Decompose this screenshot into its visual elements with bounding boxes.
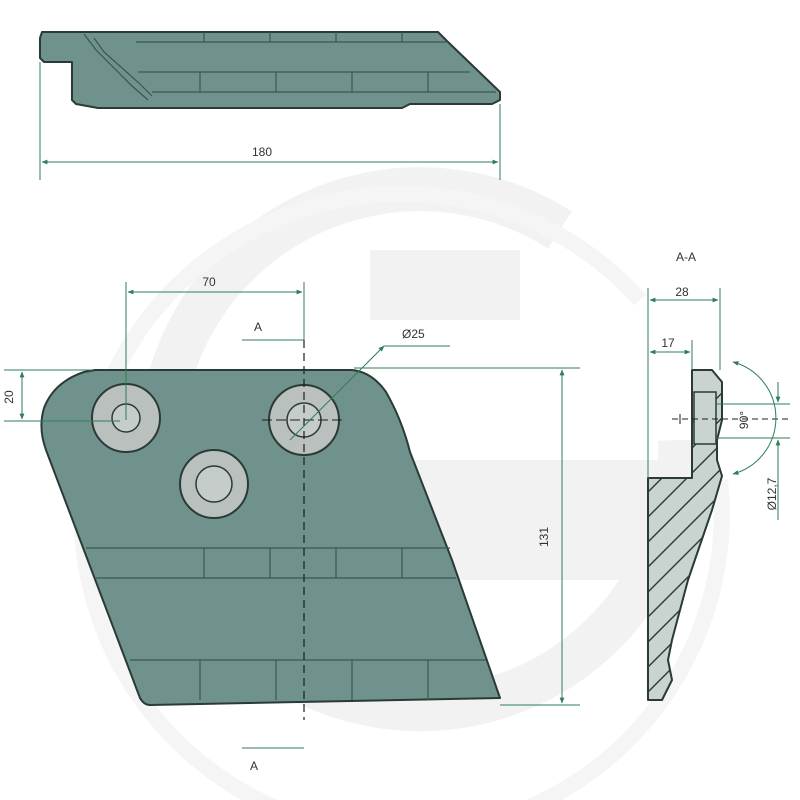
hole-spacing-label: 70 <box>202 275 216 289</box>
section-marker-top: A <box>254 320 262 334</box>
height-label: 131 <box>537 527 551 547</box>
hole-diameter-leader <box>289 345 385 441</box>
angle-label: 90° <box>737 411 751 429</box>
section-marker-bottom: A <box>250 759 258 773</box>
section-outline <box>647 369 723 701</box>
hole-diameter-label: Ø25 <box>402 327 425 341</box>
front-view: A A 70 Ø25 20 131 <box>2 275 580 773</box>
section-title: A-A <box>676 250 696 264</box>
front-view-outline <box>40 369 501 706</box>
bore-label: Ø12,7 <box>765 477 779 510</box>
width-dimension-label: 180 <box>252 145 272 159</box>
top-view-bevel <box>83 33 149 101</box>
step-label: 17 <box>661 336 675 350</box>
top-view: 180 <box>39 31 501 180</box>
top-view-outline <box>39 31 501 109</box>
thickness-label: 28 <box>675 285 689 299</box>
top-offset-label: 20 <box>2 390 16 404</box>
angle-arc <box>732 361 777 475</box>
section-bore <box>693 391 717 445</box>
